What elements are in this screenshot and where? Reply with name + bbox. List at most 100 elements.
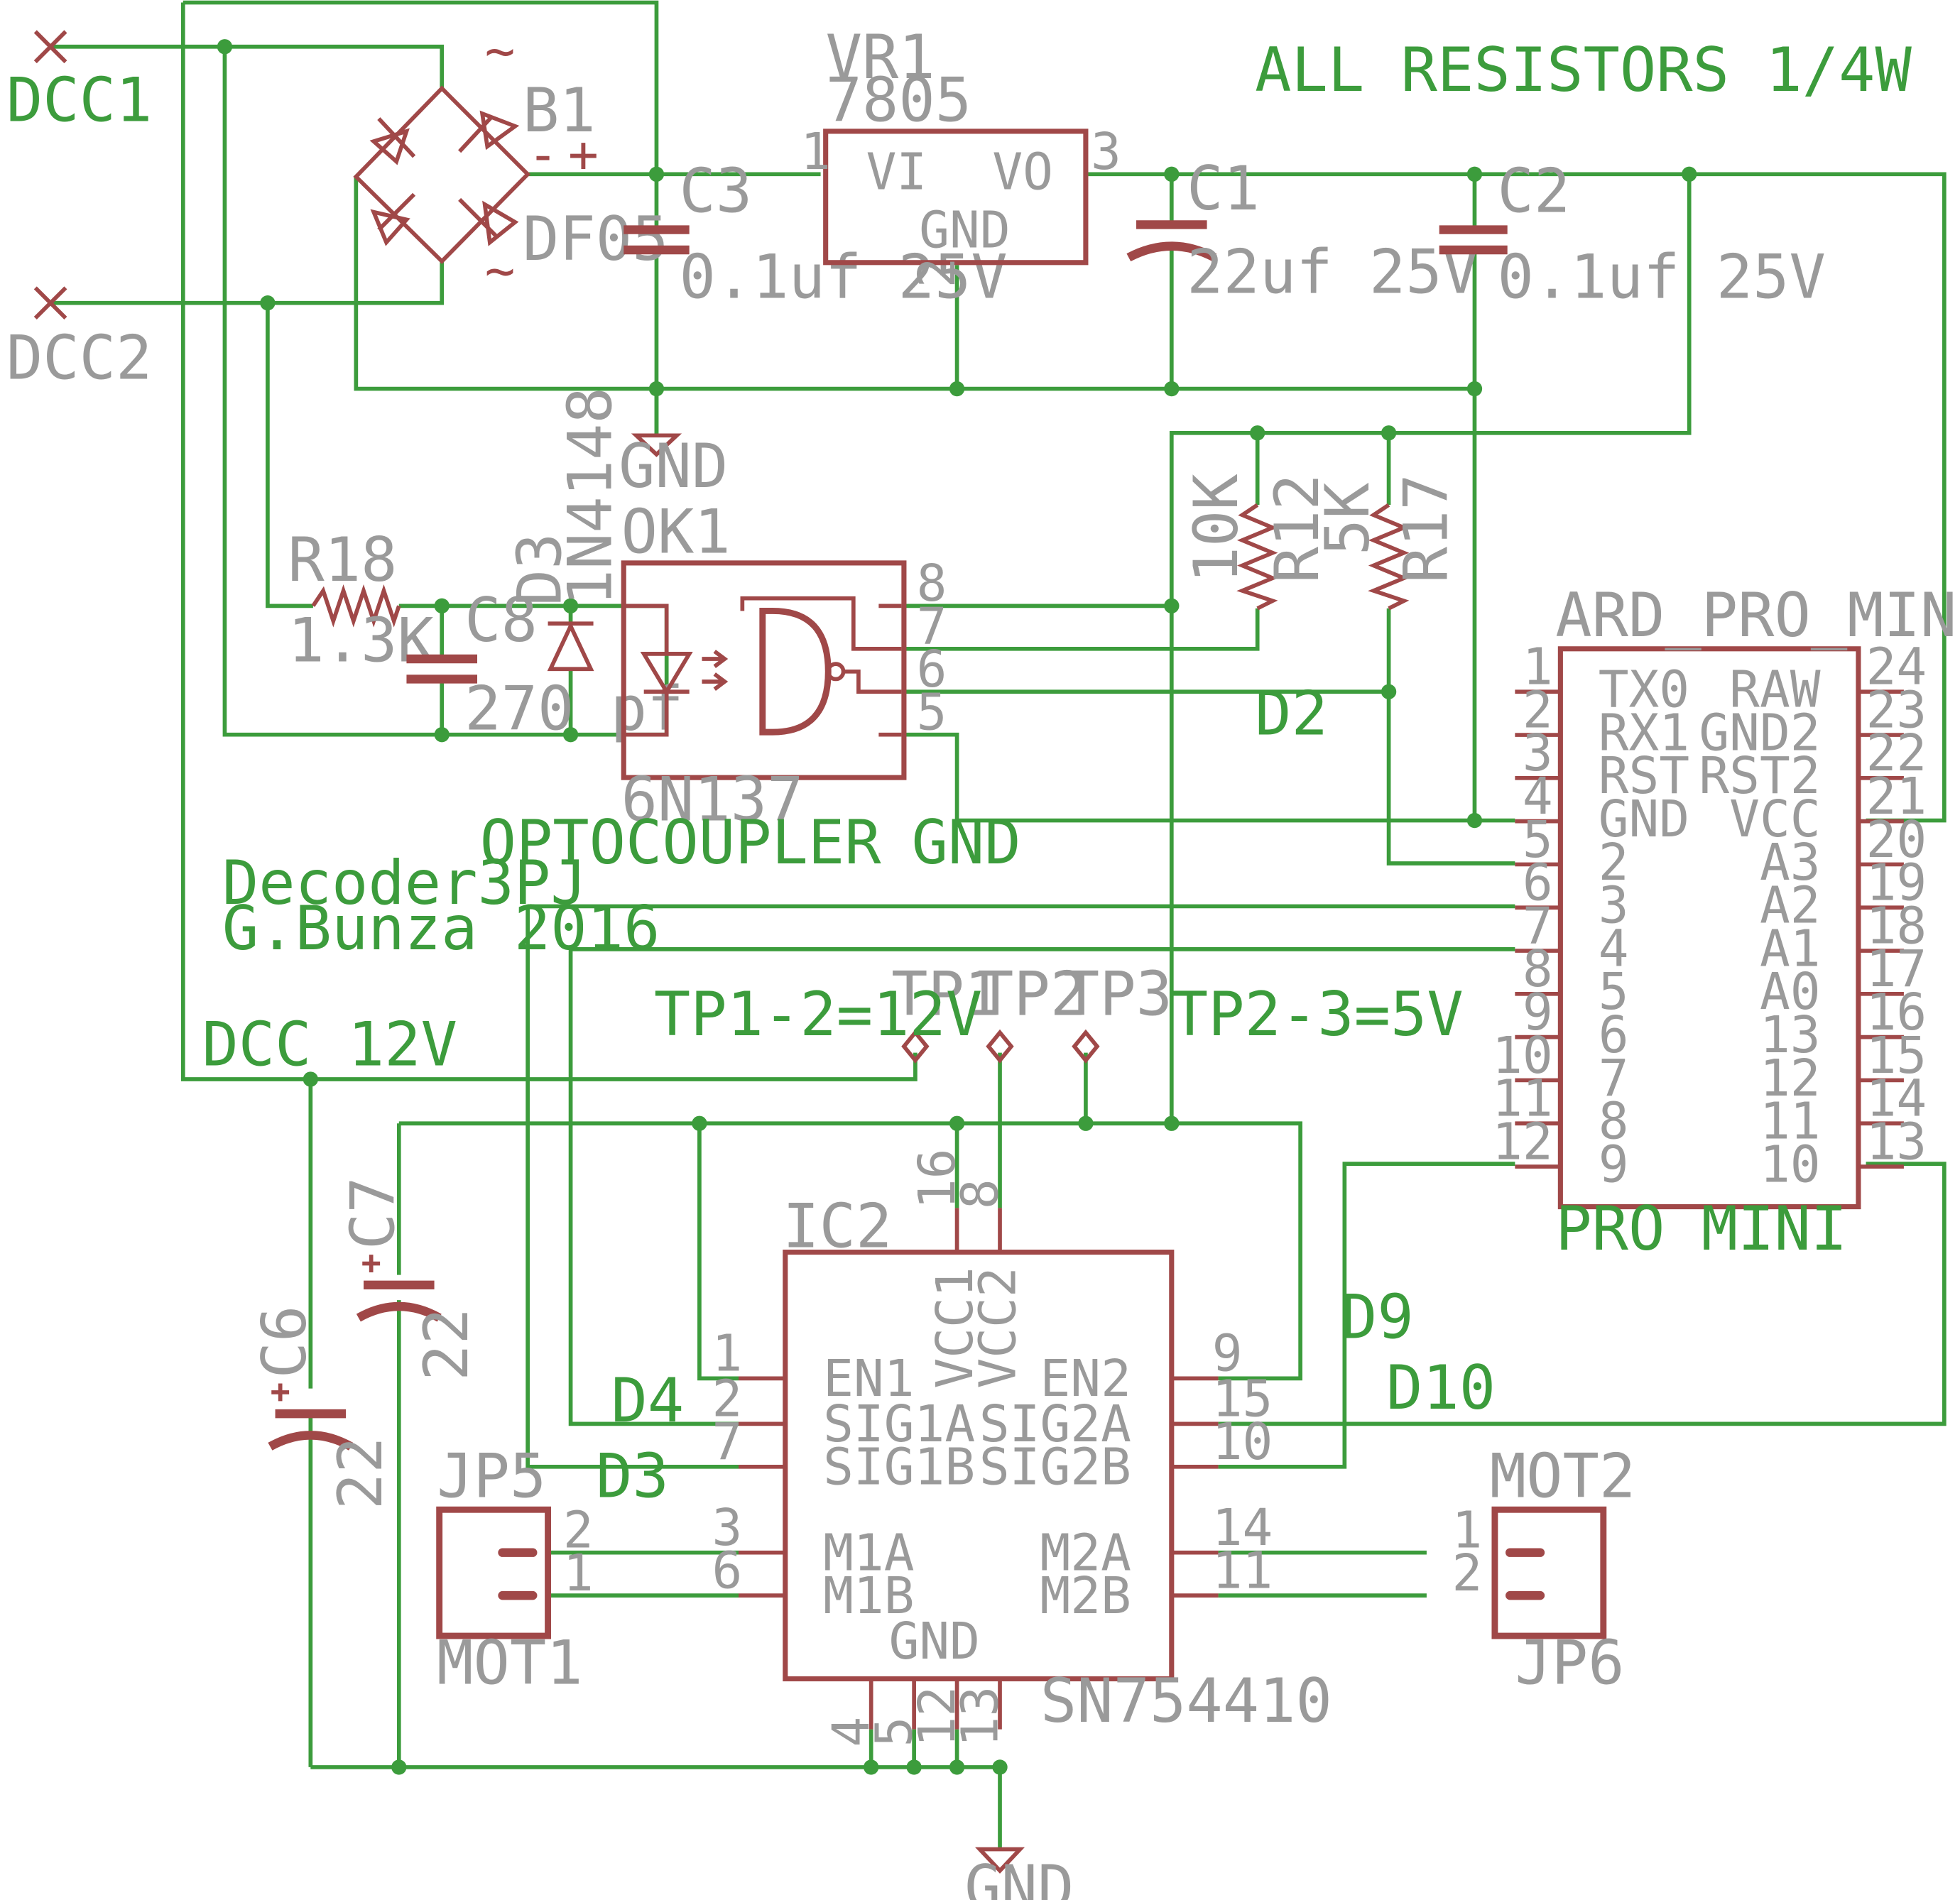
c7-value: 22 [412, 1308, 482, 1381]
junction [562, 598, 579, 614]
vr1-name: VR1 [826, 23, 935, 93]
junction [864, 1759, 879, 1775]
pin-name: 2 [1599, 833, 1629, 892]
c3-name: C3 [679, 157, 752, 227]
test-points: TP1 TP2 TP3 [891, 959, 1172, 1064]
tp23-note: TP2-3=5V [1172, 980, 1464, 1050]
junction [992, 1759, 1008, 1775]
optocoupler-label: OPTOCOUPLER [480, 808, 882, 878]
pin-name: A0 [1760, 962, 1821, 1021]
connector-jp5: JP5 MOT1 2 1 [436, 1441, 594, 1699]
dcc2-label: DCC2 [6, 323, 153, 393]
pin-number: 15 [1866, 1026, 1927, 1085]
junction [1381, 684, 1397, 699]
pin-name: M1A [823, 1524, 914, 1583]
ground-symbol: GND [964, 1847, 1074, 1900]
pin-number: 2 [563, 1501, 594, 1560]
pin-number: 19 [1866, 853, 1927, 912]
dcc12v-note: DCC 12V [202, 1010, 457, 1080]
pin-name: 12 [1760, 1049, 1821, 1108]
pin-name: SIG1A [823, 1394, 975, 1453]
dcc1-label: DCC1 [6, 66, 153, 136]
connector-jp6: MOT2 JP6 1 2 [1452, 1441, 1635, 1698]
pin-number: 22 [1866, 724, 1927, 782]
pin-number: 1 [800, 122, 831, 181]
minus-mark: - [528, 125, 558, 184]
pin-name: 4 [1599, 919, 1629, 978]
pin-number: 8 [917, 554, 947, 613]
vo-label: VO [992, 143, 1053, 202]
junction [1381, 425, 1397, 441]
pin-number: 6 [1523, 853, 1553, 912]
junction [1164, 381, 1180, 397]
pin-number: 1 [563, 1544, 594, 1603]
pin-name: M2B [1040, 1566, 1131, 1625]
pin-number: 5 [917, 683, 947, 742]
resistor-note: ALL RESISTORS 1/4W [1255, 36, 1912, 106]
pin-number: 9 [1523, 983, 1553, 1042]
pin-number: 11 [1492, 1069, 1553, 1128]
pin-name: 3 [1599, 876, 1629, 935]
pin-number: 15 [1212, 1370, 1273, 1429]
pin-name: 8 [1599, 1092, 1629, 1151]
pin-number: 13 [950, 1686, 1009, 1747]
pin-number: 10 [1492, 1026, 1553, 1085]
pin-name: A3 [1760, 833, 1821, 892]
ac-mark: ~ [485, 21, 516, 80]
junction [1682, 166, 1697, 182]
r18-name: R18 [288, 525, 397, 596]
dcc-input-2: DCC2 [6, 286, 153, 393]
gnd-pin-label: GND [919, 200, 1010, 259]
pin-name: GND [1599, 790, 1689, 848]
c2-name: C2 [1497, 157, 1570, 227]
pin-number: 18 [1866, 896, 1927, 955]
pin-number: 17 [1866, 939, 1927, 998]
pin-name: RX1 [1599, 703, 1689, 762]
pin-number: 3 [1091, 122, 1121, 181]
mot2-label: MOT2 [1490, 1441, 1636, 1512]
pin-name: 11 [1760, 1092, 1821, 1151]
pin-number: 1 [1523, 638, 1553, 697]
pin-name: M1B [823, 1566, 914, 1625]
pin-name: 7 [1599, 1049, 1629, 1108]
pin-number: 1 [1452, 1501, 1482, 1560]
capacitor-c2: C2 0.1uf 25V [1439, 157, 1826, 313]
pin-number: 5 [1523, 810, 1553, 869]
pin-name: VCC [1729, 790, 1820, 848]
pin-name: A2 [1760, 876, 1821, 935]
pin-number: 2 [712, 1370, 743, 1429]
junction [692, 1115, 707, 1131]
junction [648, 381, 665, 397]
plus-mark: + [568, 125, 599, 184]
pin-number: 8 [950, 1179, 1009, 1209]
author-label: G.Bunza 2016 [222, 894, 660, 964]
junction [391, 1759, 407, 1775]
r12-name: R12 [1263, 474, 1333, 583]
junction [949, 381, 965, 397]
pin-number: 7 [1523, 896, 1553, 955]
pin-number: 16 [908, 1149, 967, 1210]
pin-number: 3 [712, 1498, 743, 1557]
regulator-vr1: VR1 7805 VI VO GND 1 3 2 [800, 23, 1121, 288]
vi-label: VI [866, 143, 927, 202]
junction [648, 166, 665, 182]
pin-name: SIG2A [979, 1394, 1131, 1453]
pin-number: 8 [1523, 939, 1553, 998]
pin-number: 2 [1523, 680, 1553, 739]
tp12-note: TP1-2=12V [654, 980, 982, 1050]
pin-number: 23 [1866, 680, 1927, 739]
tp2-label: TP2 [977, 959, 1087, 1030]
c7-name: C7 [339, 1176, 409, 1250]
b1-label: B1 [523, 76, 596, 146]
project-title: Decoder3PJ [222, 848, 587, 919]
ic2-gnd-label: GND [889, 1612, 980, 1671]
pin-name: EN2 [1040, 1349, 1131, 1408]
pin-number: 6 [712, 1541, 743, 1600]
capacitor-c1: C1 22uf 25V [1126, 154, 1479, 307]
pin-number: 21 [1866, 767, 1927, 826]
junction [1164, 1115, 1180, 1131]
pin-name: EN1 [823, 1349, 914, 1408]
